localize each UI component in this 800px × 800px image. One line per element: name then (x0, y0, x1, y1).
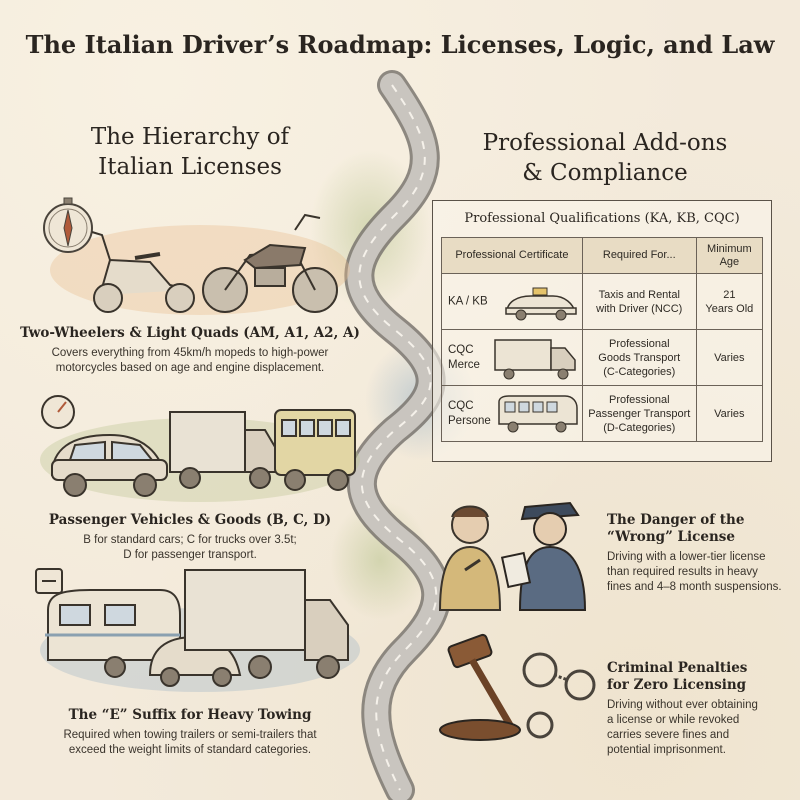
police-officer-icon (502, 503, 585, 610)
category-desc-two-wheelers: Covers everything from 45km/h mopeds to … (20, 346, 360, 376)
qualifications-table-box: Professional Qualifications (KA, KB, CQC… (432, 200, 772, 462)
right-title-line-2: & Compliance (445, 158, 765, 188)
table-row: CQC Merce Professional Goods Transport (442, 330, 763, 386)
header-required-for: Required For... (582, 238, 696, 274)
handcuffs-icon (524, 654, 594, 737)
criminal-title: Criminal Penalties for Zero Licensing (607, 660, 747, 694)
motorcycles-illustration (30, 190, 350, 320)
left-title-line-2: Italian Licenses (40, 152, 340, 182)
table-row: CQC Persone (442, 386, 763, 442)
category-desc-passenger: B for standard cars; C for trucks over 3… (20, 533, 360, 563)
speedometer-icon (42, 396, 74, 428)
taxi-icon (503, 282, 579, 322)
danger-desc: Driving with a lower-tier license than r… (607, 550, 782, 595)
left-section-title: The Hierarchy of Italian Licenses (40, 122, 340, 182)
danger-title: The Danger of the “Wrong” License (607, 512, 744, 546)
category-title-passenger: Passenger Vehicles & Goods (B, C, D) (20, 512, 360, 528)
table-row: KA / KB Taxis and Rental with Driver (NC… (442, 274, 763, 330)
cell-required-cqc-merce: Professional Goods Transport (C-Categori… (582, 330, 696, 386)
cell-required-cqc-persone: Professional Passenger Transport (D-Cate… (582, 386, 696, 442)
police-stop-illustration (430, 485, 600, 615)
cell-certificate-cqc-persone: CQC Persone (442, 386, 583, 442)
qualifications-table: Professional Certificate Required For...… (441, 237, 763, 442)
header-certificate: Professional Certificate (442, 238, 583, 274)
qualifications-table-title: Professional Qualifications (KA, KB, CQC… (433, 211, 771, 226)
towing-illustration (30, 565, 360, 695)
cell-certificate-ka-kb: KA / KB (442, 274, 583, 330)
criminal-desc: Driving without ever obtaining a license… (607, 698, 758, 758)
cell-required-ka-kb: Taxis and Rental with Driver (NCC) (582, 274, 696, 330)
category-title-towing: The “E” Suffix for Heavy Towing (20, 707, 360, 723)
gavel-handcuffs-illustration (430, 630, 600, 750)
main-title: The Italian Driver’s Roadmap: Licenses, … (0, 30, 800, 59)
truck-icon (493, 338, 579, 380)
cell-age-cqc-merce: Varies (696, 330, 762, 386)
header-minimum-age: Minimum Age (696, 238, 762, 274)
cell-age-cqc-persone: Varies (696, 386, 762, 442)
right-section-title: Professional Add-ons & Compliance (445, 128, 765, 188)
category-desc-towing: Required when towing trailers or semi-tr… (20, 728, 360, 758)
scale-icon (36, 569, 62, 593)
right-title-line-1: Professional Add-ons (445, 128, 765, 158)
cell-certificate-cqc-merce: CQC Merce (442, 330, 583, 386)
table-header-row: Professional Certificate Required For...… (442, 238, 763, 274)
passenger-vehicles-illustration (30, 390, 360, 505)
left-title-line-1: The Hierarchy of (40, 122, 340, 152)
bus-icon (495, 394, 579, 434)
worried-driver-icon (440, 507, 500, 611)
compass-icon (44, 198, 92, 252)
category-title-two-wheelers: Two-Wheelers & Light Quads (AM, A1, A2, … (20, 325, 360, 341)
cell-age-ka-kb: 21 Years Old (696, 274, 762, 330)
gavel-icon (440, 634, 520, 740)
